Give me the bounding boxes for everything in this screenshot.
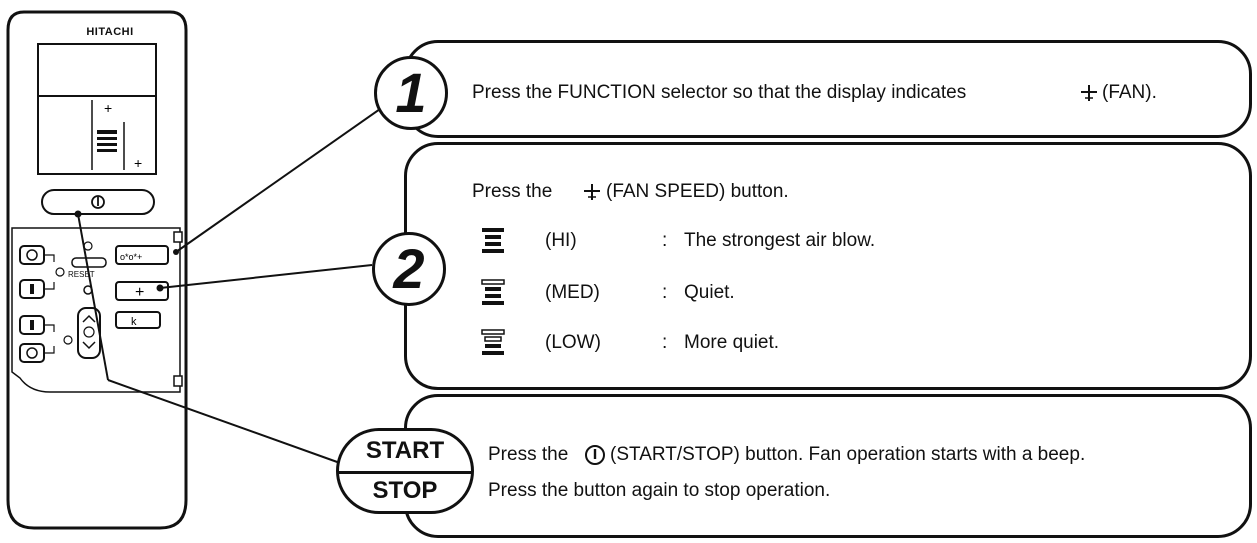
speed-med-description: Quiet. bbox=[684, 282, 735, 303]
step2-instruction-prefix: Press the bbox=[472, 181, 553, 202]
speed-hi-description: The strongest air blow. bbox=[684, 230, 876, 251]
step3-line1-suffix: (START/STOP) button. Fan operation start… bbox=[610, 444, 1086, 465]
speed-low-label: (LOW) bbox=[545, 332, 601, 353]
speed-hi-icon bbox=[482, 228, 504, 253]
speed-low-icon bbox=[481, 329, 505, 355]
svg-text:+: + bbox=[135, 284, 144, 301]
svg-text:o*o*+: o*o*+ bbox=[120, 252, 142, 262]
step2-instruction-suffix: (FAN SPEED) button. bbox=[606, 181, 789, 202]
fan-speed-icon bbox=[584, 184, 600, 200]
step1-badge: 1 bbox=[374, 56, 448, 130]
remote-display bbox=[37, 43, 157, 175]
step2-number: 2 bbox=[393, 237, 425, 300]
remote-brand: HITACHI bbox=[86, 26, 134, 38]
step1-panel bbox=[404, 40, 1252, 138]
remote-reset-label: RESET bbox=[68, 270, 95, 279]
svg-text:+: + bbox=[104, 100, 112, 116]
speed-low-separator: : bbox=[662, 332, 668, 353]
speed-med-label: (MED) bbox=[545, 282, 600, 303]
step3-line2: Press the button again to stop operation… bbox=[488, 480, 831, 501]
start-label: START bbox=[365, 437, 445, 464]
start-stop-icon bbox=[585, 445, 605, 465]
svg-text:k: k bbox=[131, 316, 137, 328]
start-stop-badge: START STOP bbox=[336, 428, 474, 514]
step1-number: 1 bbox=[395, 61, 427, 124]
step1-text-prefix: Press the FUNCTION selector so that the … bbox=[472, 82, 967, 103]
step2-badge: 2 bbox=[372, 232, 446, 306]
stop-label: STOP bbox=[372, 477, 438, 504]
step2-panel bbox=[404, 142, 1252, 390]
svg-text:+: + bbox=[134, 155, 142, 171]
remote-function-button bbox=[115, 245, 169, 265]
speed-low-description: More quiet. bbox=[684, 332, 780, 353]
speed-hi-label: (HI) bbox=[545, 230, 577, 251]
remote-fan-speed-button bbox=[115, 281, 169, 301]
step3-line1-prefix: Press the bbox=[488, 444, 569, 465]
speed-med-icon bbox=[481, 279, 505, 305]
step3-panel bbox=[404, 394, 1252, 538]
speed-med-separator: : bbox=[662, 282, 668, 303]
speed-hi-separator: : bbox=[662, 230, 668, 251]
step1-text-suffix: (FAN). bbox=[1102, 82, 1157, 103]
fan-icon bbox=[1081, 85, 1097, 101]
